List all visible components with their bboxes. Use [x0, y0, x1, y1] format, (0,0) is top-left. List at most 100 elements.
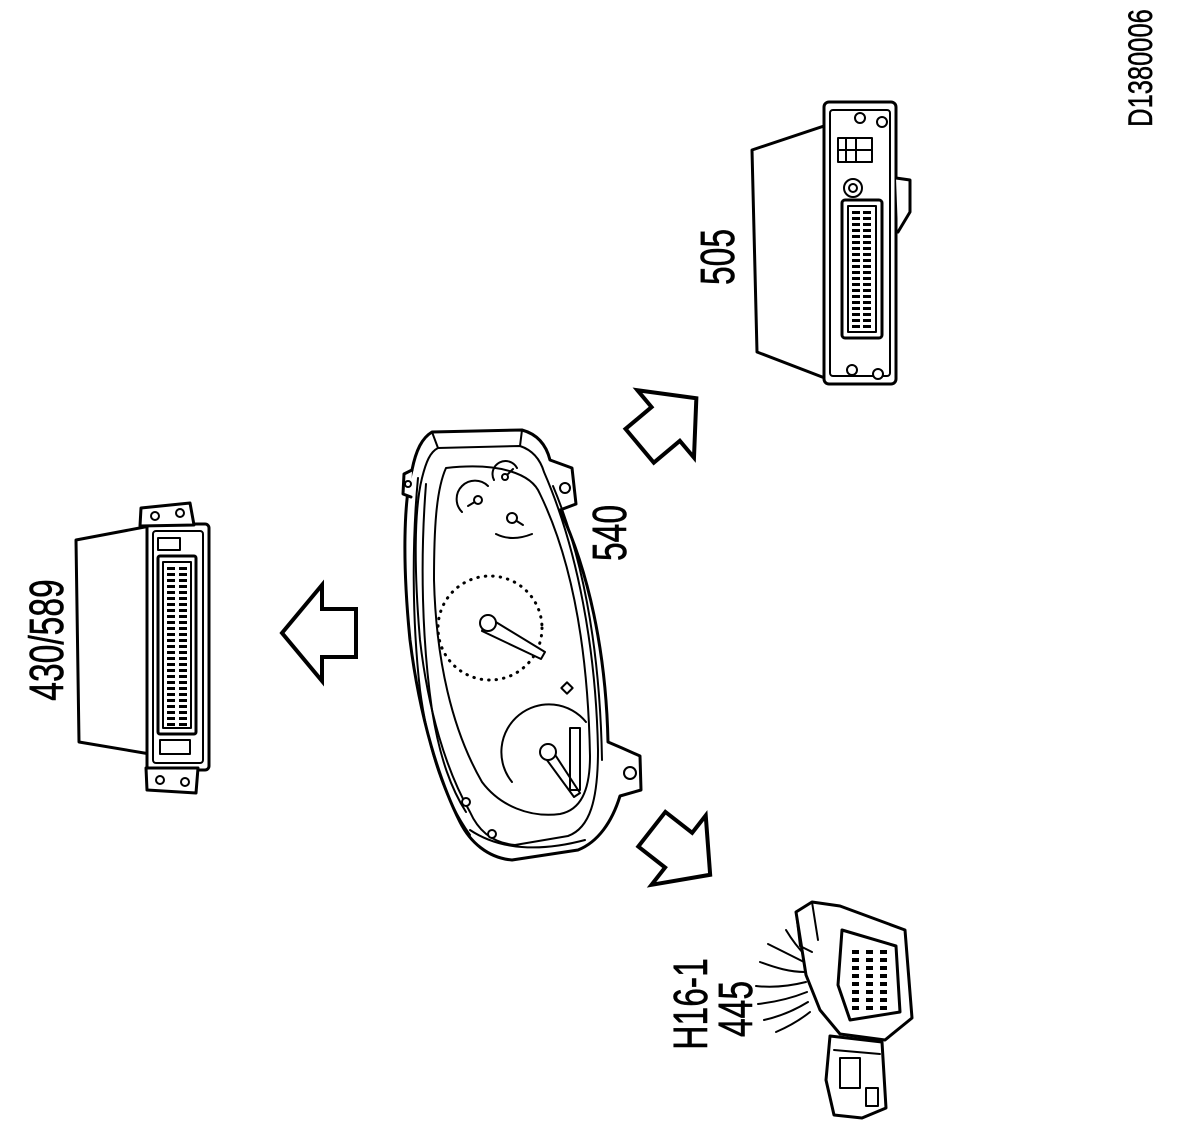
- connector-pin: [852, 966, 859, 970]
- connector-pin: [852, 982, 859, 986]
- connector-pin: [167, 597, 175, 600]
- connector-pin: [880, 1006, 887, 1010]
- ecu-side-tab: [894, 176, 912, 234]
- connector-pin: [179, 723, 187, 726]
- figure-id: D1380006: [1123, 9, 1160, 127]
- connector-pin: [866, 1006, 873, 1010]
- connector-pin: [863, 265, 871, 268]
- connector-pin: [880, 982, 887, 986]
- connector-pin: [179, 651, 187, 654]
- connector-pin: [167, 567, 175, 570]
- ecu-face-border: [829, 109, 891, 377]
- connector-pin: [179, 597, 187, 600]
- connector-pin: [167, 675, 175, 678]
- ecu-body: [750, 122, 832, 382]
- label-cluster-540: 540: [582, 505, 636, 561]
- ecu-latch: [159, 739, 191, 755]
- connector-pin: [866, 950, 873, 954]
- connector-pin: [179, 675, 187, 678]
- connector-pin: [179, 639, 187, 642]
- connector-pin: [863, 319, 871, 322]
- connector-pin: [179, 699, 187, 702]
- connector-pin: [863, 241, 871, 244]
- connector-pin: [179, 717, 187, 720]
- warning-indicator: [560, 681, 574, 695]
- connector-pin: [179, 687, 187, 690]
- connector-pin: [863, 283, 871, 286]
- connector-pin: [167, 627, 175, 630]
- connector-pin: [167, 573, 175, 576]
- arrow-to-505: [622, 387, 699, 466]
- cluster-bezel: [414, 445, 599, 846]
- connector-pin: [852, 271, 860, 274]
- connector-pin: [852, 259, 860, 262]
- connector-pin: [179, 567, 187, 570]
- connector-pin: [863, 223, 871, 226]
- arrow-to-h16-1: [635, 809, 713, 888]
- ecu-505: [750, 100, 912, 386]
- connector-pin: [880, 990, 887, 994]
- connector-pin: [852, 265, 860, 268]
- small-gauge: [455, 479, 489, 513]
- connector-pin: [852, 235, 860, 238]
- connector-pin: [863, 253, 871, 256]
- connector-pin: [179, 603, 187, 606]
- mounting-hole-icon: [180, 777, 190, 787]
- connector-pin: [852, 295, 860, 298]
- connector-pin: [179, 669, 187, 672]
- connector-pin: [863, 235, 871, 238]
- connector-pin: [852, 283, 860, 286]
- connector-pin: [852, 313, 860, 316]
- connector-pin: [852, 950, 859, 954]
- connector-pin: [852, 307, 860, 310]
- connector-pin: [852, 277, 860, 280]
- connector-pin: [167, 609, 175, 612]
- connector-pin: [167, 645, 175, 648]
- mounting-hole-icon: [155, 775, 165, 785]
- connector-pin: [167, 615, 175, 618]
- small-gauge: [495, 512, 533, 539]
- connector-pin: [863, 217, 871, 220]
- connector-pin: [167, 633, 175, 636]
- connector-pin: [866, 998, 873, 1002]
- connector-pin: [852, 229, 860, 232]
- connector-pin: [852, 241, 860, 244]
- connector-pin: [167, 585, 175, 588]
- ecu-430-589: [74, 501, 211, 795]
- connector-pin: [179, 609, 187, 612]
- connector-pin: [167, 681, 175, 684]
- connector-pin: [852, 325, 860, 328]
- needle-hub: [539, 743, 557, 761]
- connector-pin: [880, 998, 887, 1002]
- connector-pin: [167, 723, 175, 726]
- connector-pin: [863, 301, 871, 304]
- ecu-bottom-tab: [144, 766, 200, 795]
- connector-pin: [866, 990, 873, 994]
- connector-pin: [167, 663, 175, 666]
- connector-pin: [179, 585, 187, 588]
- connector-pin: [179, 621, 187, 624]
- cluster-left-bezel-line: [412, 477, 471, 836]
- connector-pin: [863, 229, 871, 232]
- cluster-left-bezel-line: [421, 483, 467, 813]
- fuel-bar: [569, 727, 581, 791]
- label-connector-number: 445: [708, 981, 762, 1037]
- mounting-hole-icon: [623, 766, 637, 780]
- connector-pin: [852, 974, 859, 978]
- connector-pin: [852, 211, 860, 214]
- connector-pin: [852, 247, 860, 250]
- mounting-hole-icon: [559, 482, 571, 494]
- connector-pin: [167, 711, 175, 714]
- connector-latch: [865, 1087, 879, 1107]
- connector-pin: [863, 211, 871, 214]
- connector-pin: [179, 591, 187, 594]
- ecu-connector-socket: [847, 205, 877, 333]
- mounting-hole-icon: [175, 508, 185, 518]
- mounting-hole-icon: [854, 112, 866, 124]
- label-ecu-505: 505: [690, 229, 744, 285]
- needle-hub: [479, 614, 497, 632]
- connector-pin: [852, 998, 859, 1002]
- connector-pin: [167, 651, 175, 654]
- connector-pin: [167, 687, 175, 690]
